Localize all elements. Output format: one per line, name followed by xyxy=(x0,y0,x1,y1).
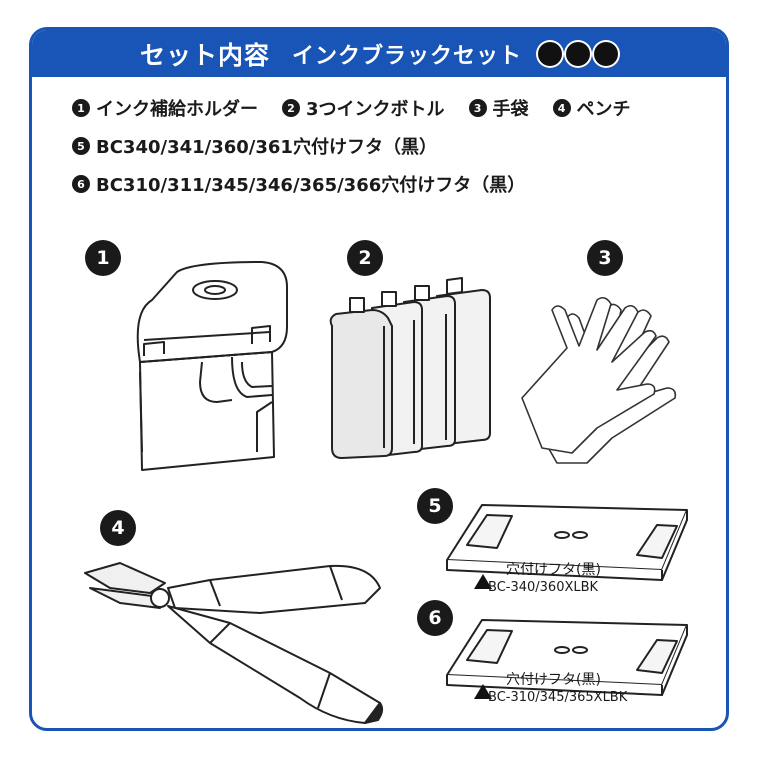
header-bar: セット内容 インクブラックセット xyxy=(32,30,726,77)
list-item: 4 ペンチ xyxy=(552,95,631,121)
ink-dot-icon xyxy=(566,41,591,66)
contents-row: 6 BC310/311/345/346/365/366穴付けフタ（黒） xyxy=(72,165,655,203)
ink-dot-icon xyxy=(538,41,563,66)
content-panel: セット内容 インクブラックセット 1 インク補給ホルダー 2 3つインクボトル … xyxy=(29,27,729,731)
contents-row: 5 BC340/341/360/361穴付けフタ（黒） xyxy=(72,127,655,165)
item-label: 手袋 xyxy=(492,99,529,120)
item-number-badge: 3 xyxy=(468,99,487,117)
item-3-badge: 3 xyxy=(587,240,623,276)
list-item: 6 BC310/311/345/346/365/366穴付けフタ（黒） xyxy=(72,171,525,197)
cap-6-caption-name: 穴付けフタ(黒) xyxy=(506,672,601,688)
cap-5-caption-name: 穴付けフタ(黒) xyxy=(506,562,601,578)
item-number-badge: 2 xyxy=(282,99,300,117)
item-2-badge: 2 xyxy=(347,240,383,276)
ink-dot-icon xyxy=(594,41,619,66)
header-subtitle: インクブラックセット xyxy=(292,43,523,69)
cap-6-illustration xyxy=(446,619,688,696)
cap-5-illustration xyxy=(446,504,688,581)
gloves-illustration xyxy=(521,296,677,464)
ink-bottles-illustration xyxy=(329,277,491,459)
item-label: BC340/341/360/361穴付けフタ（黒） xyxy=(96,137,437,158)
list-item: 1 インク補給ホルダー xyxy=(72,95,258,121)
contents-row: 1 インク補給ホルダー 2 3つインクボトル 3 手袋 4 ペンチ xyxy=(72,89,655,127)
item-number-badge: 4 xyxy=(552,99,571,117)
ink-dots xyxy=(538,41,619,66)
pointer-triangle-icon xyxy=(474,574,492,589)
item-4-badge: 4 xyxy=(100,510,136,546)
list-item: 3 手袋 xyxy=(468,95,529,121)
item-number-badge: 6 xyxy=(72,175,90,193)
item-label: インク補給ホルダー xyxy=(96,99,258,120)
refill-holder-illustration xyxy=(136,261,288,471)
list-item: 2 3つインクボトル xyxy=(282,95,445,121)
cap-5-caption: 穴付けフタ(黒) BC-340/360XLBK xyxy=(488,562,601,596)
cap-5-caption-model: BC-340/360XLBK xyxy=(488,580,599,595)
cap-6-caption: 穴付けフタ(黒) BC-310/345/365XLBK xyxy=(488,672,627,706)
pliers-illustration xyxy=(84,562,384,724)
header-title: セット内容 xyxy=(139,40,270,70)
pointer-triangle-icon xyxy=(474,684,492,699)
item-label: 3つインクボトル xyxy=(306,99,445,120)
list-item: 5 BC340/341/360/361穴付けフタ（黒） xyxy=(72,133,437,159)
item-label: ペンチ xyxy=(576,99,631,120)
contents-list: 1 インク補給ホルダー 2 3つインクボトル 3 手袋 4 ペンチ 5 BC34… xyxy=(72,89,655,203)
item-1-badge: 1 xyxy=(85,240,121,276)
item-5-badge: 5 xyxy=(417,488,453,524)
cap-6-caption-model: BC-310/345/365XLBK xyxy=(488,690,628,705)
item-6-badge: 6 xyxy=(417,600,453,636)
item-number-badge: 1 xyxy=(72,99,90,117)
item-number-badge: 5 xyxy=(72,137,90,155)
item-label: BC310/311/345/346/365/366穴付けフタ（黒） xyxy=(96,175,526,196)
